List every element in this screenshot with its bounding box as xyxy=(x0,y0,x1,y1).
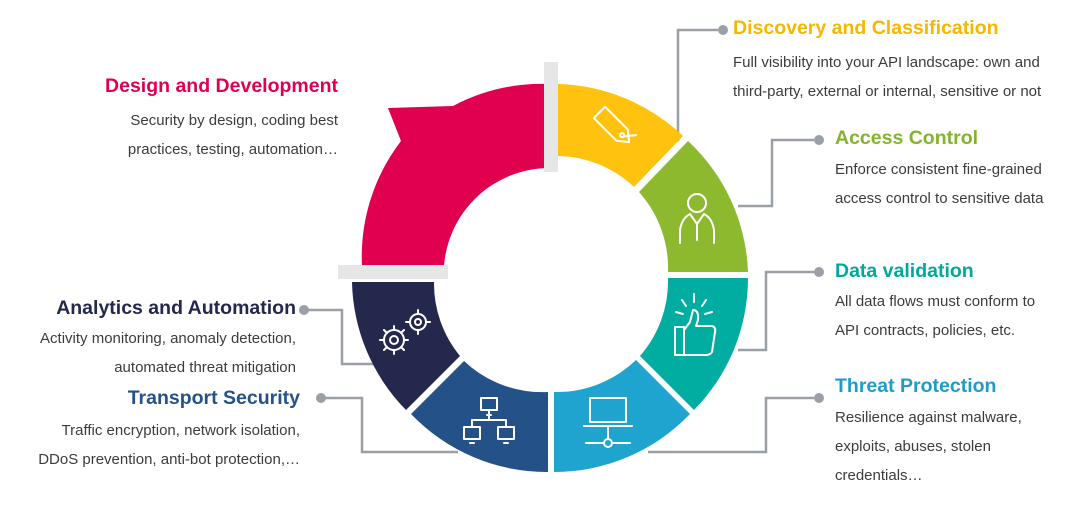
connector-dot-validation xyxy=(814,267,824,277)
stage-title-validation: Data validation xyxy=(835,260,974,282)
stage-desc-analytics-1: Activity monitoring, anomaly detection, xyxy=(40,330,296,347)
segment-validation xyxy=(640,278,749,410)
stage-desc-design-2: practices, testing, automation… xyxy=(127,141,338,158)
stage-discovery: Discovery and Classification Full visibi… xyxy=(733,16,1041,106)
stage-title-analytics: Analytics and Automation xyxy=(56,297,296,319)
gears-icon xyxy=(379,309,431,355)
connector-dot-access xyxy=(814,135,824,145)
stage-desc-threat-1: Resilience against malware, xyxy=(835,409,1022,426)
stage-desc-transport-1: Traffic encryption, network isolation, xyxy=(61,422,300,439)
connector-dot-analytics xyxy=(299,305,309,315)
stage-desc-transport-2: DDoS prevention, anti-bot protection,… xyxy=(38,451,300,468)
stage-desc-access-1: Enforce consistent fine-grained xyxy=(835,161,1042,178)
stage-access: Access Control Enforce consistent fine-g… xyxy=(835,126,1043,213)
tag-icon xyxy=(592,105,638,144)
stage-title-discovery: Discovery and Classification xyxy=(733,17,999,39)
connector-validation xyxy=(738,270,814,352)
thumbs-up-icon xyxy=(674,293,717,356)
connector-dot-transport xyxy=(316,393,326,403)
stage-desc-validation-1: All data flows must conform to xyxy=(835,293,1036,310)
stage-desc-validation-2: API contracts, policies, etc. xyxy=(835,322,1016,339)
connector-analytics xyxy=(304,308,396,366)
user-icon xyxy=(679,193,715,244)
divider-top xyxy=(544,62,558,172)
connector-dot-discovery xyxy=(718,25,728,35)
segment-access xyxy=(639,141,748,272)
stage-desc-discovery-2: third-party, external or internal, sensi… xyxy=(733,83,1042,100)
stage-title-transport: Transport Security xyxy=(127,387,300,409)
stage-desc-access-2: access control to sensitive data xyxy=(835,190,1044,207)
stage-design: Design and Development Security by desig… xyxy=(105,74,338,164)
stage-desc-discovery-1: Full visibility into your API landscape:… xyxy=(733,54,1040,71)
divider-left xyxy=(338,265,448,279)
stage-desc-threat-2: exploits, abuses, stolen xyxy=(835,438,991,455)
connector-transport xyxy=(322,396,458,454)
connector-dot-threat xyxy=(814,393,824,403)
connector-access xyxy=(738,138,814,208)
stage-desc-analytics-2: automated threat mitigation xyxy=(114,359,296,376)
stage-title-access: Access Control xyxy=(835,127,979,149)
connector-threat xyxy=(648,396,814,454)
segment-design xyxy=(361,83,548,267)
stage-desc-threat-3: credentials… xyxy=(835,467,923,484)
stage-transport: Transport Security Traffic encryption, n… xyxy=(38,386,300,474)
stage-desc-design-1: Security by design, coding best xyxy=(130,112,338,129)
stage-title-design: Design and Development xyxy=(105,75,338,97)
stage-analytics: Analytics and Automation Activity monito… xyxy=(40,296,296,382)
stage-threat: Threat Protection Resilience against mal… xyxy=(835,374,1022,490)
laptop-network-icon xyxy=(583,397,633,448)
segment-analytics xyxy=(352,282,460,410)
segment-threat xyxy=(554,360,690,473)
segment-transport xyxy=(411,361,548,473)
stage-title-threat: Threat Protection xyxy=(835,375,997,397)
stage-validation: Data validation All data flows must conf… xyxy=(835,259,1035,345)
network-icon xyxy=(463,397,515,444)
